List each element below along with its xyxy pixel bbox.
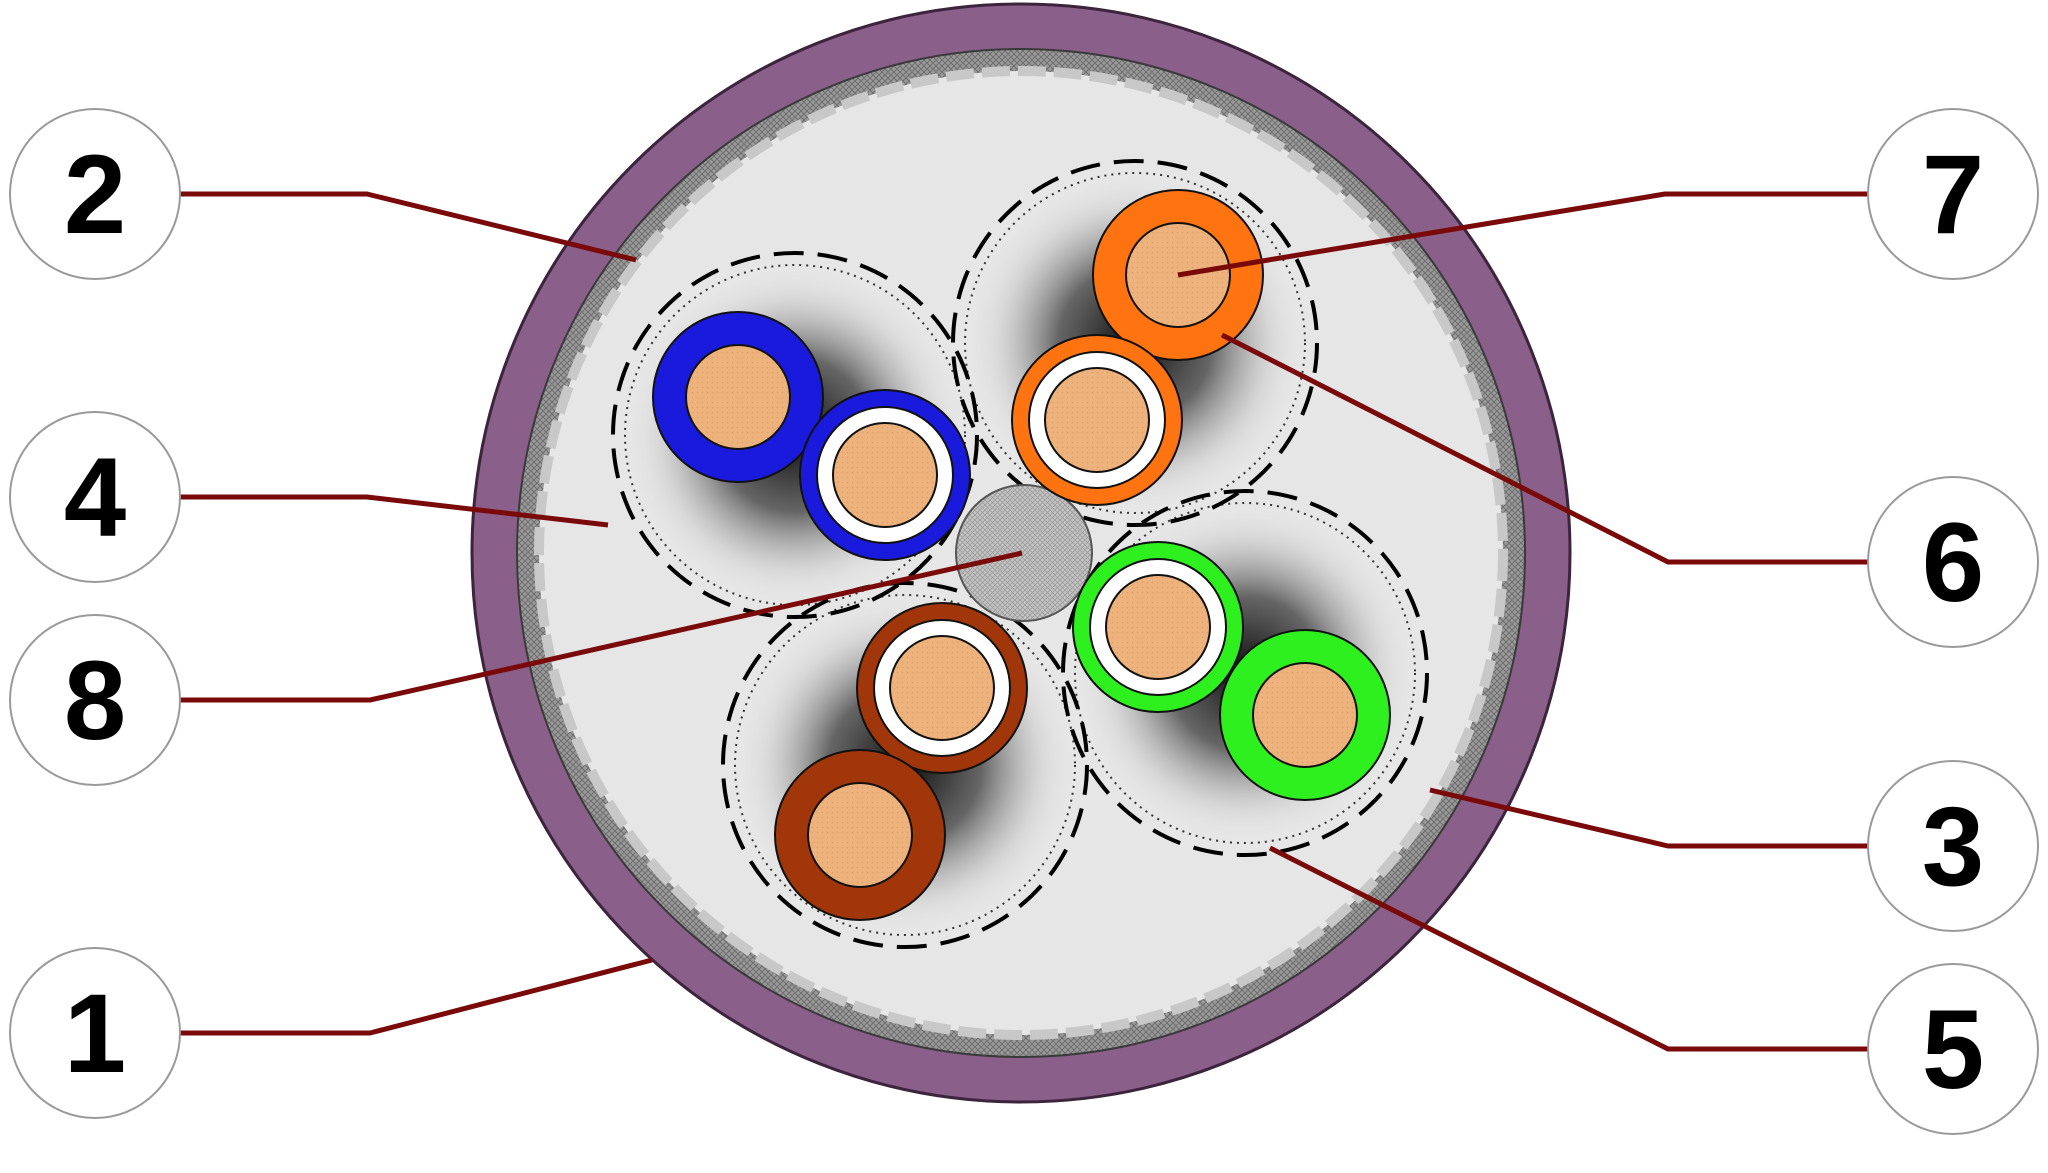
brown-white-conductor-copper <box>889 635 995 741</box>
callout-5: 5 <box>1867 963 2039 1135</box>
brown-pair-boundary <box>734 594 1076 936</box>
blue-pair-foil <box>611 251 979 619</box>
blue-white-conductor-copper <box>832 422 938 528</box>
leader-line-4 <box>180 494 609 528</box>
leader-line-2 <box>180 191 637 263</box>
blue-conductor-copper <box>685 344 791 450</box>
callout-4: 4 <box>9 411 181 583</box>
leader-line-7 <box>1177 191 1868 278</box>
leader-line-5 <box>1268 845 1868 1052</box>
callout-3: 3 <box>1867 760 2039 932</box>
green-pair-boundary <box>1074 502 1416 844</box>
callout-6-label: 6 <box>1922 500 1984 625</box>
callout-7: 7 <box>1867 108 2039 280</box>
leader-line-3 <box>1429 787 1868 849</box>
brown-pair-foil <box>721 581 1089 949</box>
drain-wire <box>955 484 1093 622</box>
orange-pair-foil <box>951 159 1319 527</box>
leader-line-8 <box>180 550 1023 703</box>
callout-6: 6 <box>1867 476 2039 648</box>
callout-1-bubble <box>9 947 181 1119</box>
brown-conductor-copper <box>807 782 913 888</box>
green-conductor-copper <box>1252 662 1358 768</box>
orange-white-conductor-copper <box>1044 367 1150 473</box>
leader-line-1 <box>180 957 653 1036</box>
callout-2: 2 <box>9 108 181 280</box>
callout-1: 1 <box>9 947 181 1119</box>
callout-8-bubble <box>9 614 181 786</box>
callout-3-label: 3 <box>1922 784 1984 909</box>
orange-pair-boundary <box>964 172 1306 514</box>
callout-6-bubble <box>1867 476 2039 648</box>
callout-3-bubble <box>1867 760 2039 932</box>
callout-7-bubble <box>1867 108 2039 280</box>
callout-1-label: 1 <box>64 971 126 1096</box>
callout-4-label: 4 <box>64 435 126 560</box>
callout-2-label: 2 <box>64 132 126 257</box>
leader-line-6 <box>1220 332 1868 565</box>
callout-4-bubble <box>9 411 181 583</box>
callout-2-bubble <box>9 108 181 280</box>
green-white-conductor-copper <box>1105 574 1211 680</box>
callout-5-bubble <box>1867 963 2039 1135</box>
callout-8: 8 <box>9 614 181 786</box>
green-pair-foil <box>1061 489 1429 857</box>
callout-5-label: 5 <box>1922 987 1984 1112</box>
callout-8-label: 8 <box>64 638 126 763</box>
callout-7-label: 7 <box>1922 132 1984 257</box>
